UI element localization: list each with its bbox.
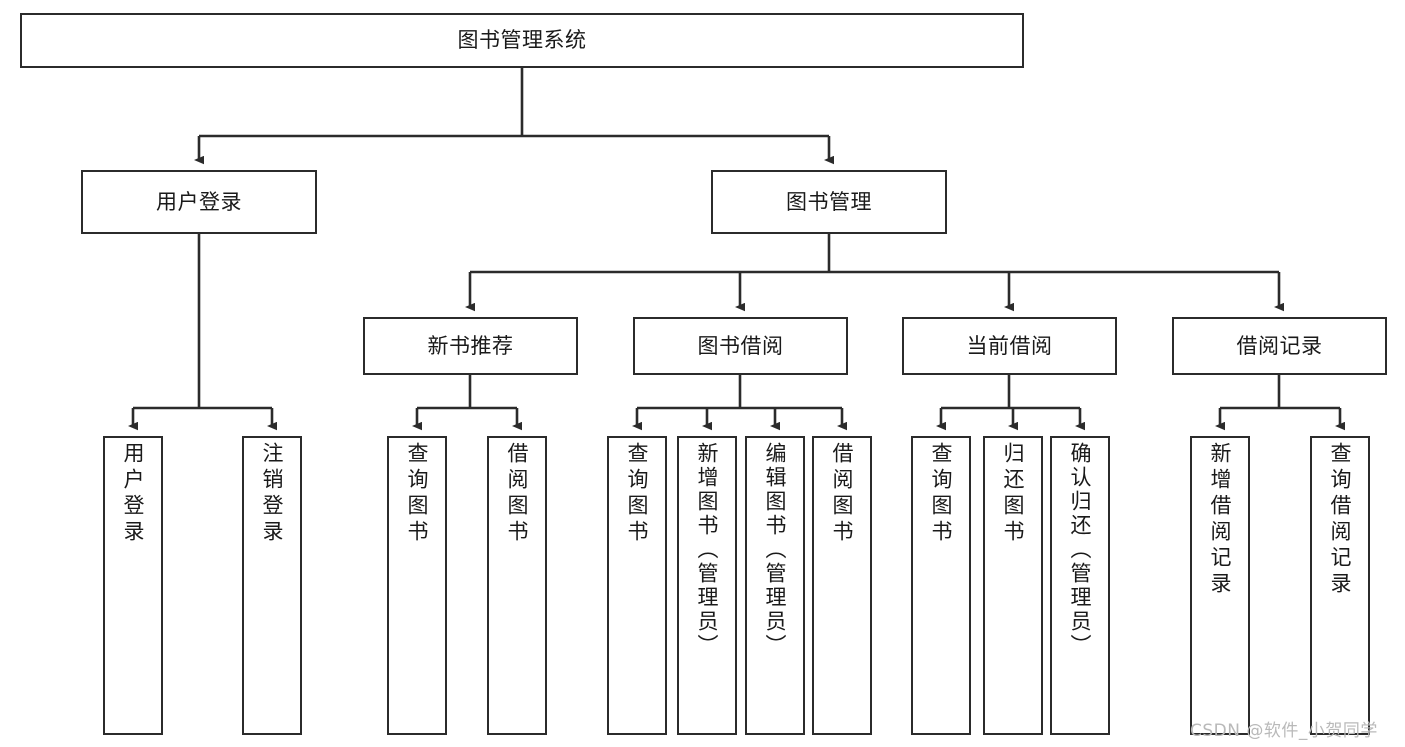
edge-group-records <box>1215 375 1345 431</box>
node-leaf-user-login-label: 用户登录 <box>121 442 146 546</box>
node-borrow-records-label: 借阅记录 <box>1236 333 1323 358</box>
edge-group-newbook <box>412 375 522 431</box>
node-root-label: 图书管理系统 <box>457 28 587 53</box>
node-new-book-recommend[interactable]: 新书推荐 <box>363 317 578 375</box>
node-leaf-query-book-2[interactable]: 查询图书 <box>607 436 667 735</box>
node-leaf-edit-book-label: 编辑图书（管理员） <box>763 442 788 658</box>
csdn-watermark: CSDN @软件_小贺同学 <box>1190 721 1378 741</box>
node-book-borrow-label: 图书借阅 <box>697 333 784 358</box>
node-leaf-edit-book[interactable]: 编辑图书（管理员） <box>745 436 805 735</box>
node-new-book-recommend-label: 新书推荐 <box>427 333 514 358</box>
node-leaf-query-book-1-label: 查询图书 <box>405 442 430 546</box>
edge-group-bookmgmt <box>465 234 1284 312</box>
node-leaf-query-book-3-label: 查询图书 <box>929 442 954 546</box>
node-leaf-borrow-book-1-label: 借阅图书 <box>505 442 530 546</box>
node-leaf-borrow-book-2[interactable]: 借阅图书 <box>812 436 872 735</box>
node-leaf-query-record-label: 查询借阅记录 <box>1328 442 1353 598</box>
node-current-borrow-label: 当前借阅 <box>966 333 1053 358</box>
node-leaf-add-book[interactable]: 新增图书（管理员） <box>677 436 737 735</box>
node-leaf-borrow-book-1[interactable]: 借阅图书 <box>487 436 547 735</box>
node-book-management[interactable]: 图书管理 <box>711 170 947 234</box>
node-leaf-confirm-return[interactable]: 确认归还（管理员） <box>1050 436 1110 735</box>
node-leaf-query-record[interactable]: 查询借阅记录 <box>1310 436 1370 735</box>
node-leaf-confirm-return-label: 确认归还（管理员） <box>1068 442 1093 658</box>
edge-group-root <box>194 68 834 165</box>
node-user-login-label: 用户登录 <box>156 189 242 214</box>
node-borrow-records[interactable]: 借阅记录 <box>1172 317 1387 375</box>
node-book-management-label: 图书管理 <box>786 189 872 214</box>
node-leaf-add-book-label: 新增图书（管理员） <box>695 442 720 658</box>
node-leaf-borrow-book-2-label: 借阅图书 <box>830 442 855 546</box>
node-leaf-query-book-1[interactable]: 查询图书 <box>387 436 447 735</box>
node-current-borrow[interactable]: 当前借阅 <box>902 317 1117 375</box>
node-leaf-add-record-label: 新增借阅记录 <box>1208 442 1233 598</box>
node-leaf-return-book-label: 归还图书 <box>1001 442 1026 546</box>
edge-group-login <box>128 234 277 431</box>
node-leaf-user-login[interactable]: 用户登录 <box>103 436 163 735</box>
node-leaf-user-logout[interactable]: 注销登录 <box>242 436 302 735</box>
node-root[interactable]: 图书管理系统 <box>20 13 1024 68</box>
node-leaf-query-book-2-label: 查询图书 <box>625 442 650 546</box>
node-leaf-return-book[interactable]: 归还图书 <box>983 436 1043 735</box>
node-leaf-query-book-3[interactable]: 查询图书 <box>911 436 971 735</box>
node-user-login[interactable]: 用户登录 <box>81 170 317 234</box>
edge-group-borrow <box>632 375 847 431</box>
node-leaf-user-logout-label: 注销登录 <box>260 442 285 546</box>
node-leaf-add-record[interactable]: 新增借阅记录 <box>1190 436 1250 735</box>
edge-group-current <box>936 375 1085 431</box>
node-book-borrow[interactable]: 图书借阅 <box>633 317 848 375</box>
